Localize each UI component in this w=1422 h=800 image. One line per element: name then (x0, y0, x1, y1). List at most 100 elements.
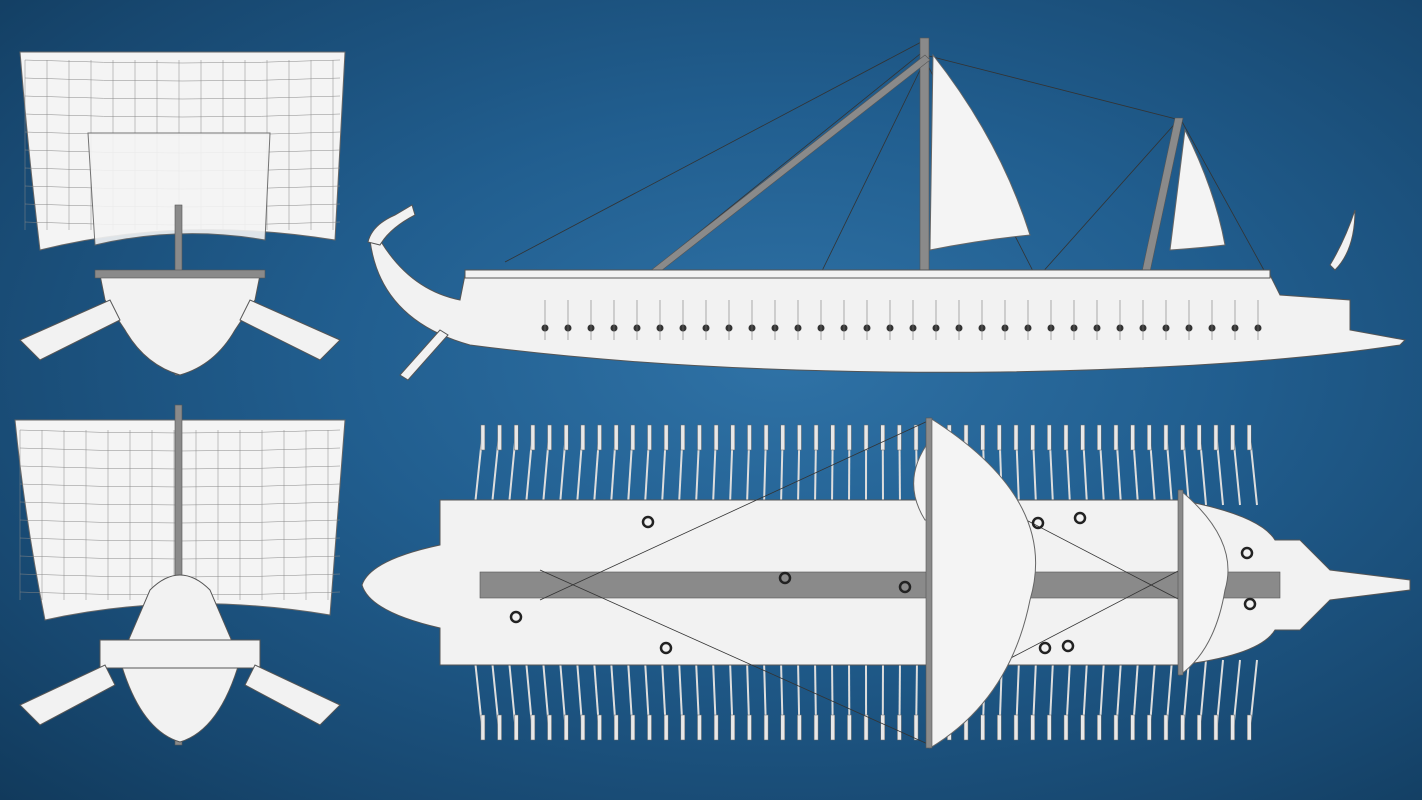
front-fore-sail (87, 132, 271, 246)
oar-blade (613, 714, 619, 741)
oar-blade (613, 424, 619, 451)
oar-blade (1113, 714, 1119, 741)
oar-blade (1230, 714, 1235, 741)
oar-blade (1247, 424, 1252, 451)
oar-blade (1080, 714, 1085, 741)
oar-blade (630, 424, 636, 451)
oar-blade (997, 424, 1002, 451)
oar-blade (497, 714, 502, 741)
oar-blade (1063, 424, 1069, 451)
oar-blade (1047, 424, 1052, 451)
oar-blade (797, 424, 802, 451)
oar-blade (1230, 424, 1235, 451)
oar-blade (1097, 424, 1102, 451)
oar-blade (880, 714, 885, 741)
oar-blade (497, 424, 502, 451)
oar-blade (580, 714, 586, 741)
sail-grid-line (24, 95, 341, 100)
oar-blade (530, 714, 536, 741)
oar-blade (480, 424, 486, 451)
back-oars-left (19, 664, 116, 726)
oar-blade (1163, 424, 1169, 451)
oar-blade (680, 424, 686, 451)
oar-blade (530, 424, 536, 451)
oar-blade (897, 424, 902, 451)
back-deck (99, 639, 261, 669)
side-oar-ports (541, 300, 1262, 340)
deck-coil (898, 580, 912, 594)
top-deck-hatches (509, 511, 1257, 655)
oar-blade (847, 714, 852, 741)
oar-blade (913, 424, 919, 451)
oar-blade (680, 714, 686, 741)
oar-blade (747, 424, 752, 451)
oar-blade (663, 714, 669, 741)
oar-blade (1113, 424, 1119, 451)
back-oars-right (244, 664, 341, 726)
oar-blade (980, 714, 985, 741)
oar-blade (713, 714, 719, 741)
oar-blade (1197, 424, 1202, 451)
side-rudder (399, 329, 449, 381)
oar-blade (763, 714, 769, 741)
oar-blade (547, 424, 552, 451)
deck-coil (778, 571, 792, 585)
oar-blade (830, 714, 836, 741)
top-fore-yard (1177, 489, 1184, 676)
top-fore-sail (1179, 488, 1229, 676)
oar-blade (1030, 424, 1035, 451)
top-main-sail (929, 417, 1037, 749)
oar-blade (747, 714, 752, 741)
oar-blade (1063, 714, 1069, 741)
oar-blade (997, 714, 1002, 741)
deck-coil (659, 641, 673, 655)
front-oars-left (19, 299, 121, 361)
deck-coil (1031, 516, 1045, 530)
oar-blade (1130, 714, 1135, 741)
oar-blade (1097, 714, 1102, 741)
front-hull (99, 274, 261, 376)
deck-coil (1073, 511, 1087, 525)
front-deck-rail (94, 269, 266, 279)
oar-blade (1013, 714, 1019, 741)
side-view (367, 37, 1407, 381)
deck-coil (1240, 546, 1254, 560)
oar-blade (1213, 714, 1219, 741)
oar-blade (1247, 714, 1252, 741)
oar-blade (1147, 714, 1152, 741)
oar-blade (563, 424, 569, 451)
oar-blade (1213, 424, 1219, 451)
deck-coil (509, 610, 523, 624)
sail-grid-line (24, 77, 341, 82)
oar-blade (980, 424, 985, 451)
side-hull (369, 239, 1407, 373)
sail-grid-line (24, 59, 341, 64)
side-bow-ornament (1329, 209, 1356, 271)
oar-blade (847, 424, 852, 451)
oar-blade (780, 424, 786, 451)
back-view (14, 404, 346, 746)
oar-blade (513, 714, 519, 741)
oar-blade (580, 424, 586, 451)
oar-blade (813, 424, 819, 451)
oar-blade (1163, 714, 1169, 741)
top-main-yard (925, 417, 933, 749)
oar-blade (1013, 424, 1019, 451)
oar-blade (513, 424, 519, 451)
oar-blade (647, 714, 652, 741)
sail-grid-line (24, 113, 341, 118)
oar-blade (830, 424, 836, 451)
oar-blade (597, 714, 602, 741)
oar-blade (697, 424, 702, 451)
oar-blade (863, 714, 869, 741)
oar-blade (1197, 714, 1202, 741)
front-oars-right (239, 299, 341, 361)
side-rigging (504, 39, 1266, 281)
oar-blade (647, 424, 652, 451)
top-central-gangway (479, 571, 1281, 599)
front-view (19, 51, 346, 376)
oar-blade (1180, 714, 1185, 741)
side-main-mast (919, 37, 930, 294)
oar-blade (547, 714, 552, 741)
